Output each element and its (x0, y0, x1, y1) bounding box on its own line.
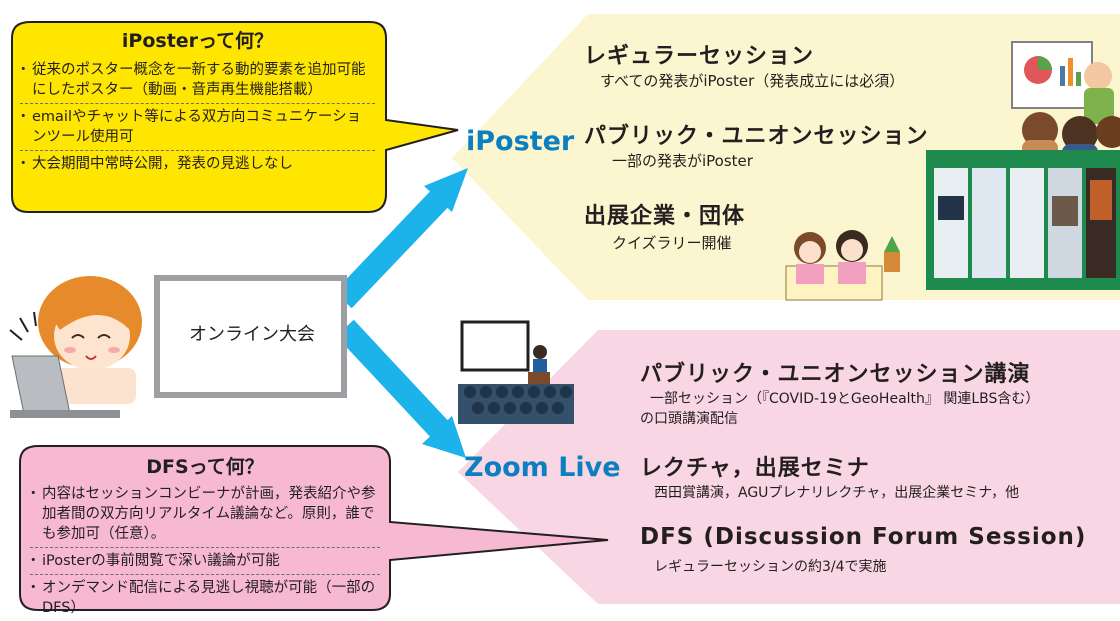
zoom-live-brand: Zoom Live (464, 452, 621, 483)
iposter-brand: iPoster (466, 126, 575, 157)
list-item: iPosterの事前閲覧で深い議論が可能 (26, 548, 380, 575)
list-item: 大会期間中常時公開，発表の見逃しなし (16, 151, 375, 177)
dfs-callout-title: DFSって何？ (146, 456, 264, 478)
lecture-seminar-title: レクチャ，出展セミナ (640, 456, 870, 481)
presenter-at-chart-icon (1011, 41, 1114, 124)
exhibitor-title: 出展企業・団体 (584, 204, 746, 229)
list-item: 従来のポスター概念を一新する動的要素を追加可能にしたポスター（動画・音声再生機能… (16, 57, 375, 104)
arrow-to-iposter (334, 168, 468, 309)
exhibitor-sub: クイズラリー開催 (612, 234, 732, 252)
center-label: オンライン大会 (189, 324, 315, 345)
regular-session-title: レギュラーセッション (584, 44, 815, 69)
public-union-lecture-sub2: の口頭講演配信 (640, 411, 738, 427)
regular-session-sub: すべての発表がiPoster（発表成立には必須） (600, 72, 905, 90)
lecture-seminar-sub: 西田賞講演，AGUプレナリレクチャ，出展企業セミナ，他 (654, 485, 1020, 501)
list-item: emailやチャット等による双方向コミュニケーションツール使用可 (16, 104, 375, 151)
list-item: オンデマンド配信による見逃し視聴が可能（一部のDFS） (26, 575, 380, 621)
public-union-session-sub: 一部の発表がiPoster (612, 152, 753, 170)
dfs-session-title: DFS (Discussion Forum Session) (640, 524, 1087, 550)
public-union-lecture-title: パブリック・ユニオンセッション講演 (640, 362, 1031, 387)
dfs-session-sub: レギュラーセッションの約3/4で実施 (654, 559, 887, 575)
iposter-callout-list: 従来のポスター概念を一新する動的要素を追加可能にしたポスター（動画・音声再生機能… (16, 57, 375, 177)
arrow-to-zoom (336, 319, 466, 458)
zoom-region (458, 330, 1120, 604)
booth-staff-icon (785, 230, 900, 301)
public-union-lecture-sub: 一部セッション（『COVID-19とGeoHealth』 関連LBS含む） (650, 391, 1040, 407)
dfs-callout-list: 内容はセッションコンビーナが計画，発表紹介や参加者間の双方向リアルタイム議論など… (26, 481, 380, 621)
iposter-gallery-screenshot (926, 150, 1120, 290)
person-at-laptop-icon (9, 276, 142, 418)
list-item: 内容はセッションコンビーナが計画，発表紹介や参加者間の双方向リアルタイム議論など… (26, 481, 380, 548)
iposter-callout-title: iPosterって何？ (121, 30, 274, 52)
iposter-callout: iPosterって何？ 従来のポスター概念を一新する動的要素を追加可能にしたポス… (16, 26, 375, 177)
lecture-hall-icon (458, 320, 574, 424)
dfs-callout: DFSって何？ 内容はセッションコンビーナが計画，発表紹介や参加者間の双方向リア… (26, 452, 380, 621)
online-conference-box (154, 275, 347, 398)
public-union-session-title: パブリック・ユニオンセッション (584, 124, 929, 149)
